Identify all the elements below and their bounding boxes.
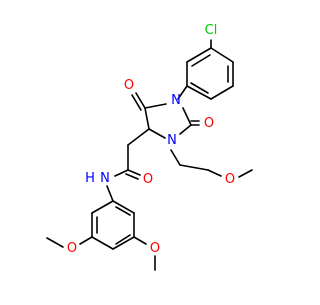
oxygen-atom-methoxy-left: O: [67, 241, 77, 256]
bond-inner: [190, 82, 209, 94]
nitrogen-atom-amide: N: [100, 171, 110, 186]
bond: [112, 236, 135, 250]
bond: [148, 128, 166, 139]
bond: [210, 47, 234, 63]
bond: [133, 236, 147, 245]
bond: [207, 169, 222, 177]
nitrogen-atom-n1: N: [171, 93, 181, 108]
bond-inner: [191, 54, 211, 67]
structure-svg: Cl N N O O O N H O O O: [46, 23, 253, 271]
bond-aryl-n: [177, 85, 188, 100]
bond: [182, 107, 192, 126]
molecule-structure: Cl N N O O O N H O O O: [46, 23, 253, 271]
oxygen-atom-ether: O: [225, 172, 235, 187]
bond: [112, 200, 135, 214]
bond: [186, 85, 212, 100]
bond-inner: [115, 206, 131, 216]
hydrogen-atom-amide: H: [85, 171, 95, 186]
bond-co: [125, 173, 139, 180]
bond: [106, 185, 114, 202]
oxygen-atom-amide: O: [143, 172, 153, 187]
bond-co: [131, 94, 142, 111]
bond: [79, 236, 93, 245]
bond: [170, 149, 181, 166]
bond-co: [135, 92, 146, 109]
oxygen-atom-methoxy-right: O: [150, 241, 160, 256]
bond: [210, 85, 234, 100]
oxygen-atom-c5: O: [124, 78, 134, 93]
oxygen-atom-c2: O: [204, 116, 214, 131]
bond: [46, 237, 64, 248]
bond: [127, 128, 150, 146]
bond: [91, 236, 114, 250]
chlorine-atom: Cl: [205, 23, 218, 38]
bond: [179, 164, 209, 171]
bond: [179, 124, 192, 135]
bond: [144, 107, 150, 130]
bond: [91, 200, 114, 214]
bond-layer: [46, 39, 253, 271]
bond: [144, 103, 167, 109]
bond-co: [127, 169, 141, 176]
nitrogen-atom-n3: N: [167, 133, 177, 148]
atom-label-layer: Cl N N O O O N H O O O: [67, 23, 235, 256]
bond: [186, 47, 212, 63]
bond: [114, 169, 129, 177]
bond-inner: [115, 234, 131, 245]
bond: [238, 169, 253, 178]
